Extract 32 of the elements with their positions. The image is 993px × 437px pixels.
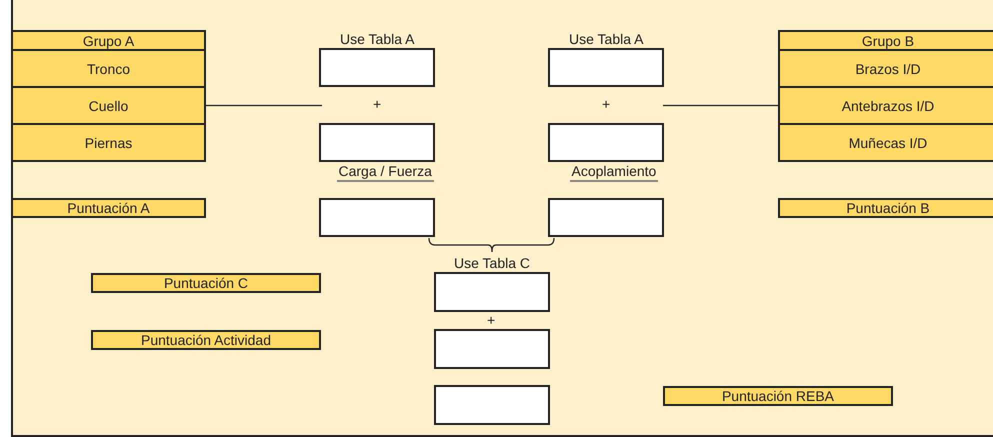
score-field — [434, 329, 550, 369]
table-heading: Use Tabla A — [340, 31, 414, 47]
connector-line — [663, 104, 778, 106]
section-heading: Acoplamiento — [570, 163, 658, 182]
plus-sign: + — [602, 96, 610, 112]
section-heading: Carga / Fuerza — [336, 163, 434, 182]
table-heading: Use Tabla A — [569, 31, 644, 47]
score-category-bar: Puntuación A — [11, 198, 206, 218]
score-category-bar: Puntuación C — [91, 273, 321, 293]
connector-line — [206, 104, 322, 106]
score-field — [434, 272, 550, 312]
score-category-bar: Puntuación REBA — [663, 386, 893, 406]
score-category-bar: Puntuación Actividad — [91, 330, 321, 350]
score-category-bar: Tronco — [11, 49, 206, 88]
plus-sign: + — [487, 312, 496, 328]
score-category-bar: Antebrazos I/D — [778, 86, 993, 125]
score-category-bar: Piernas — [11, 123, 206, 162]
plus-sign: + — [373, 96, 382, 112]
score-field — [319, 123, 435, 162]
table-heading: Use Tabla C — [454, 255, 530, 271]
score-field — [434, 385, 550, 425]
score-field — [548, 48, 664, 87]
score-category-bar: Brazos I/D — [778, 49, 993, 88]
score-category-bar: Puntuación B — [778, 198, 993, 218]
score-field — [319, 198, 435, 237]
score-field — [548, 198, 664, 237]
score-category-bar: Grupo B — [778, 30, 993, 51]
score-field — [319, 48, 435, 87]
score-category-bar: Cuello — [11, 86, 206, 125]
score-category-bar: Grupo A — [11, 30, 206, 51]
score-field — [548, 123, 664, 162]
score-category-bar: Muñecas I/D — [778, 123, 993, 162]
